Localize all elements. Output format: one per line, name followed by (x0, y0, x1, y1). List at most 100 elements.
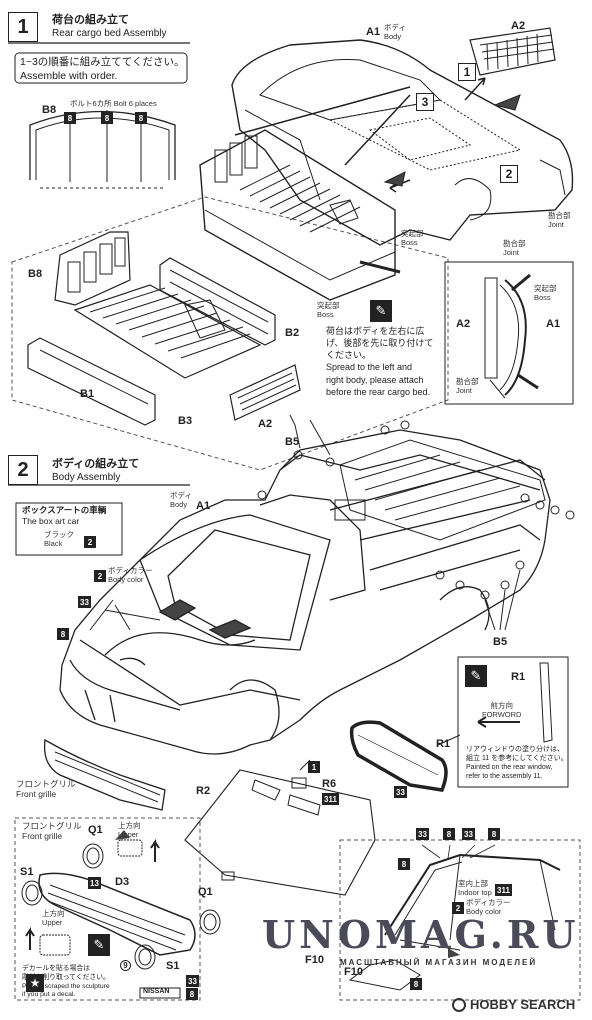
inset-label-s1-bottom: S1 (166, 960, 180, 972)
rear-window-note: リアウィンドウの塗り分けは、組立 11 を参考にしてください。 Painted … (466, 746, 568, 781)
callout-3: 3 (416, 93, 434, 111)
callout-1: 1 (458, 63, 476, 81)
label-a2-top: A2 (511, 20, 526, 32)
inset-roof-art (348, 844, 561, 991)
cargo-bed-step2 (334, 439, 546, 541)
inset-badge-9: 9 (120, 960, 131, 971)
a2-tailgate (229, 364, 301, 421)
roof-badge-8-b: 8 (488, 828, 500, 840)
r1-rear-window (349, 720, 448, 792)
badge-1: 1 (308, 761, 320, 773)
label-b2: B2 (285, 327, 300, 339)
badge-8-c: 8 (135, 112, 147, 124)
scrape-tool-icon: ✎ (88, 934, 110, 956)
step-2-number: 2 (8, 455, 38, 485)
boxart-jp: ボックスアートの車輌 (22, 505, 107, 515)
label-r1-side: R1 (511, 671, 526, 683)
joint-detail (484, 273, 539, 399)
r2-glass (184, 769, 376, 896)
step-2-title-jp: ボディの組み立て (52, 458, 140, 470)
spread-note: 荷台はボディを左右に広げ、後部を先に取り付けてください。 Spread to t… (326, 326, 434, 397)
label-r2: R2 (196, 785, 211, 797)
paint-tool-icon: ✎ (465, 665, 487, 687)
star-icon: ★ (26, 974, 44, 992)
callout-2: 2 (500, 165, 518, 183)
front-grille-part (43, 738, 166, 811)
inset-label-q1-right: Q1 (198, 886, 213, 898)
r6-part (291, 777, 307, 789)
car-body-step1 (231, 39, 574, 246)
label-f10-left: F10 (305, 954, 324, 966)
inset-label-s1-left: S1 (20, 866, 34, 878)
label-b8-top: B8 (42, 104, 57, 116)
bolt-note: ボルト6カ所 Bolt 6 places (70, 99, 157, 108)
detail-a2: A2 (456, 318, 471, 330)
badge-33-window: 33 (394, 786, 407, 798)
b5-pegs (257, 414, 575, 631)
roof-badge-33-a: 33 (416, 828, 429, 840)
inset-label-d3: D3 (115, 876, 130, 888)
step-1-number: 1 (8, 12, 38, 42)
badge-8-a: 8 (64, 112, 76, 124)
label-f10-right: F10 (344, 966, 363, 978)
car-body-step2 (59, 429, 551, 755)
inset-badge-8: 8 (186, 988, 198, 1000)
order-note-jp: 1~3の順番に組み立ててください。 (20, 56, 185, 68)
roof-body-color-badge: 2 (452, 902, 464, 914)
label-r6: R6 (322, 778, 337, 790)
detail-a1: A1 (546, 318, 561, 330)
label-a1-step2: A1 (196, 500, 211, 512)
tool-icon: ✎ (370, 300, 392, 322)
a2-top-tailgate (469, 27, 556, 76)
label-b5-bottom: B5 (493, 636, 508, 648)
label-b5-top: B5 (285, 436, 300, 448)
black-badge: 2 (84, 536, 96, 548)
badge-8-b: 8 (101, 112, 113, 124)
b8-front-panel (54, 231, 131, 306)
inset-grille-art (21, 838, 221, 999)
indoor-badge-311: 311 (495, 884, 512, 896)
label-b8-side: B8 (28, 268, 43, 280)
roof-badge-33-b: 33 (462, 828, 475, 840)
label-r1-main: R1 (436, 738, 451, 750)
inset-badge-13: 13 (88, 877, 101, 889)
f10-badge-8: 8 (410, 978, 422, 990)
step-1-title-jp: 荷台の組み立て (52, 14, 129, 26)
decal-note: デカールを貼る場合は彫刻を削り取ってください。 Please scraped t… (22, 965, 110, 999)
label-b1: B1 (80, 388, 95, 400)
label-a1: A1 (366, 26, 381, 38)
hobby-search-logo: HOBBY SEARCH (452, 997, 575, 1012)
watermark-sub: МАСШТАБНЫЙ МАГАЗИН МОДЕЛЕЙ (340, 958, 538, 967)
r1-side-view (477, 662, 553, 743)
nissan-emblem: NISSAN (143, 988, 170, 995)
b1-side-panel (27, 337, 156, 426)
boxart-en: The box art car (22, 516, 80, 526)
badge-311: 311 (322, 793, 339, 805)
hobby-search-icon (452, 997, 466, 1012)
roof-badge-8-side: 8 (398, 858, 410, 870)
hobby-search-text: HOBBY SEARCH (470, 997, 576, 1012)
b3-floor (73, 284, 262, 379)
label-a2-bottom: A2 (258, 418, 273, 430)
assembled-cargo-bed (199, 129, 396, 301)
inset-label-q1-top: Q1 (88, 824, 103, 836)
label-b3: B3 (178, 415, 193, 427)
badge-33-body: 33 (78, 596, 91, 608)
order-note-en: Assemble with order. (20, 70, 118, 82)
step-2-title-en: Body Assembly (52, 472, 121, 483)
